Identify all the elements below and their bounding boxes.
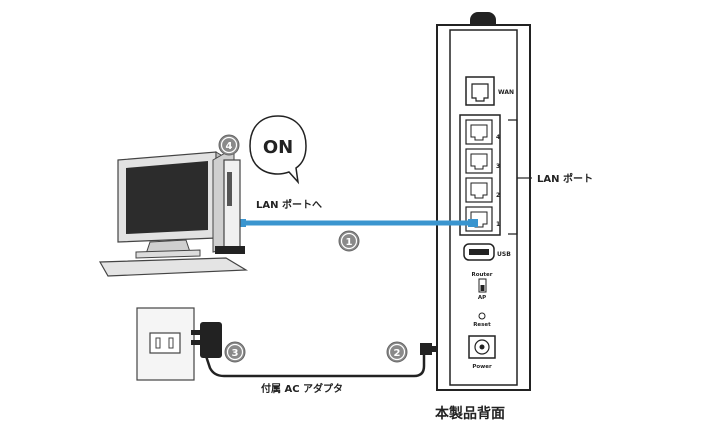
step-badge-4: 4	[218, 134, 240, 156]
lan-port-2	[465, 177, 493, 203]
wall-outlet	[136, 307, 195, 381]
lan-port-number-4: 4	[496, 134, 500, 141]
lan-port-4	[465, 119, 493, 145]
lan-port-number-1: 1	[496, 221, 500, 228]
reset-button	[478, 312, 486, 320]
power-label: Power	[472, 364, 492, 370]
lan-port-to-label: LAN ポートへ	[256, 198, 322, 211]
step-number-1: 1	[346, 237, 353, 248]
lan-cable	[238, 219, 478, 227]
computer	[98, 147, 249, 277]
pc-tower	[212, 147, 245, 254]
monitor	[117, 151, 227, 259]
on-label: ON	[263, 137, 293, 158]
usb-label: USB	[497, 251, 511, 258]
lan-port-callout: LAN ポート	[508, 119, 593, 235]
step-badge-3: 3	[224, 341, 246, 363]
wan-port	[465, 76, 495, 106]
keyboard	[98, 257, 249, 277]
step-badge-1: 1	[338, 230, 360, 252]
ac-adapter-label: 付属 AC アダプタ	[261, 382, 343, 395]
lan-port-label: LAN ポート	[537, 172, 593, 185]
lan-port-number-2: 2	[496, 192, 500, 199]
lan-port-number-3: 3	[496, 163, 500, 170]
wan-label: WAN	[498, 89, 514, 96]
step-badge-2: 2	[386, 341, 408, 363]
step-number-4: 4	[226, 141, 233, 152]
on-bubble: ON	[249, 115, 307, 185]
ac-adapter	[191, 322, 438, 378]
lan-port-3	[465, 148, 493, 174]
reset-label: Reset	[473, 322, 491, 328]
router-switch-label: Router	[471, 272, 492, 278]
router: WAN 4 3 2 1 USB Router AP	[436, 12, 531, 391]
step-number-2: 2	[394, 348, 401, 359]
step-number-3: 3	[232, 348, 239, 359]
ap-switch-label: AP	[478, 295, 486, 301]
rear-view-caption: 本製品背面	[435, 405, 505, 422]
